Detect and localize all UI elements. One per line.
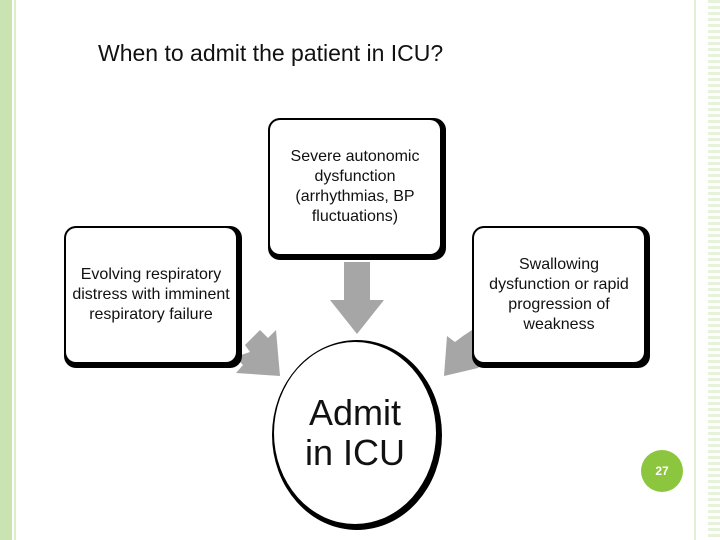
page-number-badge: 27 (641, 450, 683, 492)
node-right-box: Swallowing dysfunction or rapid progress… (472, 226, 650, 368)
node-top-text: Severe autonomic dysfunction (arrhythmia… (270, 120, 440, 254)
node-right-text: Swallowing dysfunction or rapid progress… (474, 228, 644, 362)
slide-title: When to admit the patient in ICU? (98, 40, 444, 66)
arrow-down (330, 262, 384, 334)
center-node-text: Admit in ICU (304, 392, 406, 473)
slide-frame-left (0, 0, 12, 540)
node-top-box: Severe autonomic dysfunction (arrhythmia… (268, 118, 446, 260)
arrow-from-left (235, 330, 280, 376)
node-left-text: Evolving respiratory distress with immin… (66, 228, 236, 362)
center-node-inner: Admit in ICU (274, 342, 436, 524)
center-node-circle: Admit in ICU (272, 340, 442, 530)
slide-frame-left-line (14, 0, 16, 540)
slide-frame-right (708, 0, 720, 540)
slide-frame-right-line (694, 0, 696, 540)
node-left-box: Evolving respiratory distress with immin… (64, 226, 242, 368)
